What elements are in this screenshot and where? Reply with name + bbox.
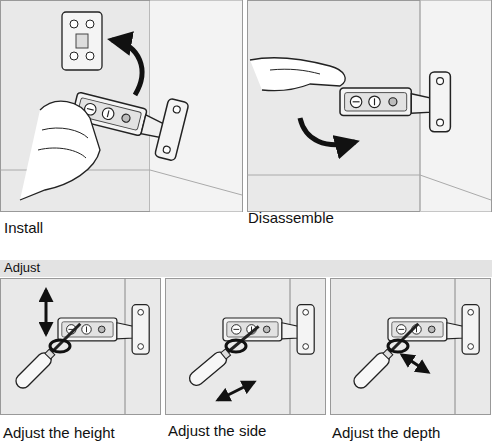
step-caption: Adjust the height — [3, 424, 115, 442]
step-caption: Install — [4, 219, 43, 237]
step-caption: Adjust the side — [168, 422, 266, 440]
step-caption: Disassemble — [248, 209, 334, 227]
step-caption: Adjust the depth — [332, 424, 440, 442]
section-band: Adjust — [0, 260, 492, 277]
section-heading: Adjust — [0, 260, 492, 276]
